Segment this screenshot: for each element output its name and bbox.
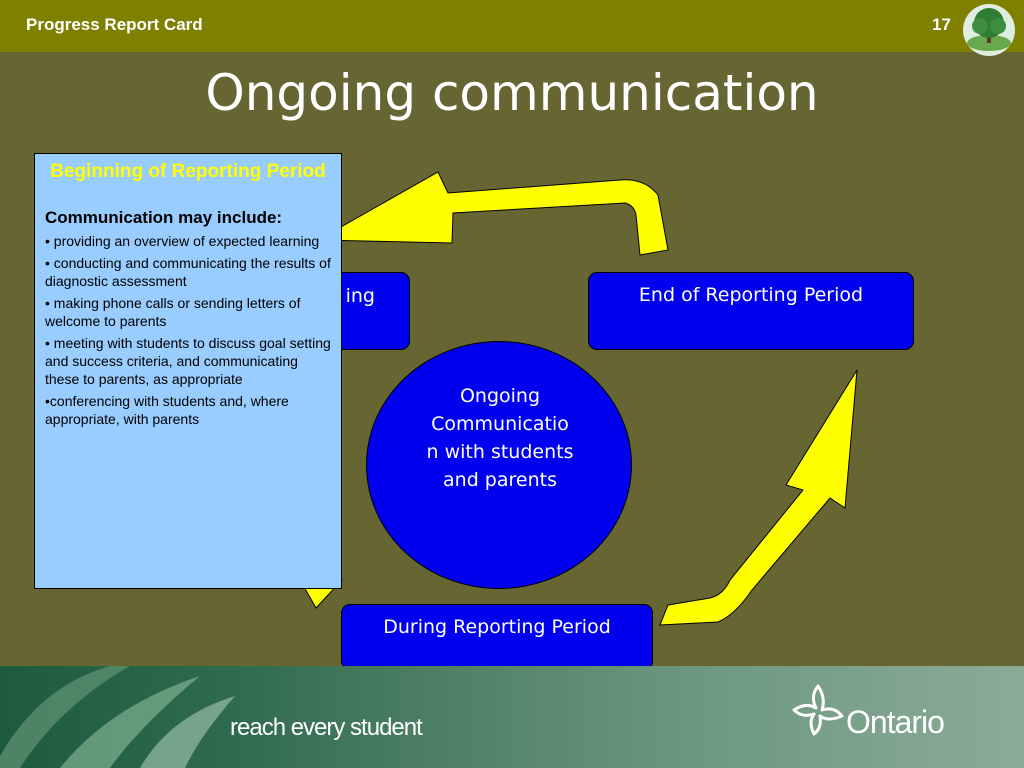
center-circle-label: Ongoing Communicatio n with students and… <box>426 385 574 491</box>
slide-title: Ongoing communication <box>205 64 819 122</box>
panel-list: • providing an overview of expected lear… <box>45 232 331 428</box>
slide-number: 17 <box>932 15 951 34</box>
during-box-label: During Reporting Period <box>383 616 611 638</box>
footer-tagline: reach every student <box>230 714 423 741</box>
list-item: •conferencing with students and, where a… <box>45 393 289 427</box>
during-reporting-box: During Reporting Period <box>341 604 653 670</box>
list-item: • conducting and communicating the resul… <box>45 255 331 289</box>
list-item: • making phone calls or sending letters … <box>45 295 301 329</box>
panel-title: Beginning of Reporting Period <box>50 161 326 182</box>
arrow-end-to-beginning <box>316 171 669 256</box>
beginning-info-panel: Beginning of Reporting Period Communicat… <box>34 153 342 589</box>
end-box-label: End of Reporting Period <box>638 284 864 306</box>
footer-banner: reach every student Ontario <box>0 666 1024 768</box>
leaf-decoration-icon <box>0 666 235 768</box>
list-item: • meeting with students to discuss goal … <box>45 335 331 387</box>
top-bar: Progress Report Card 17 <box>0 0 1024 52</box>
arrow-during-to-end <box>659 369 858 626</box>
beginning-box-label: ing <box>345 285 375 307</box>
header-title: Progress Report Card <box>26 15 203 34</box>
footer-brand: Ontario <box>846 704 945 740</box>
end-of-reporting-box: End of Reporting Period <box>588 272 914 350</box>
tree-icon <box>963 4 1015 56</box>
list-item: • providing an overview of expected lear… <box>45 233 320 249</box>
center-circle: Ongoing Communicatio n with students and… <box>366 341 632 589</box>
panel-subtitle: Communication may include: <box>45 208 283 227</box>
trillium-logo-icon <box>792 684 844 736</box>
